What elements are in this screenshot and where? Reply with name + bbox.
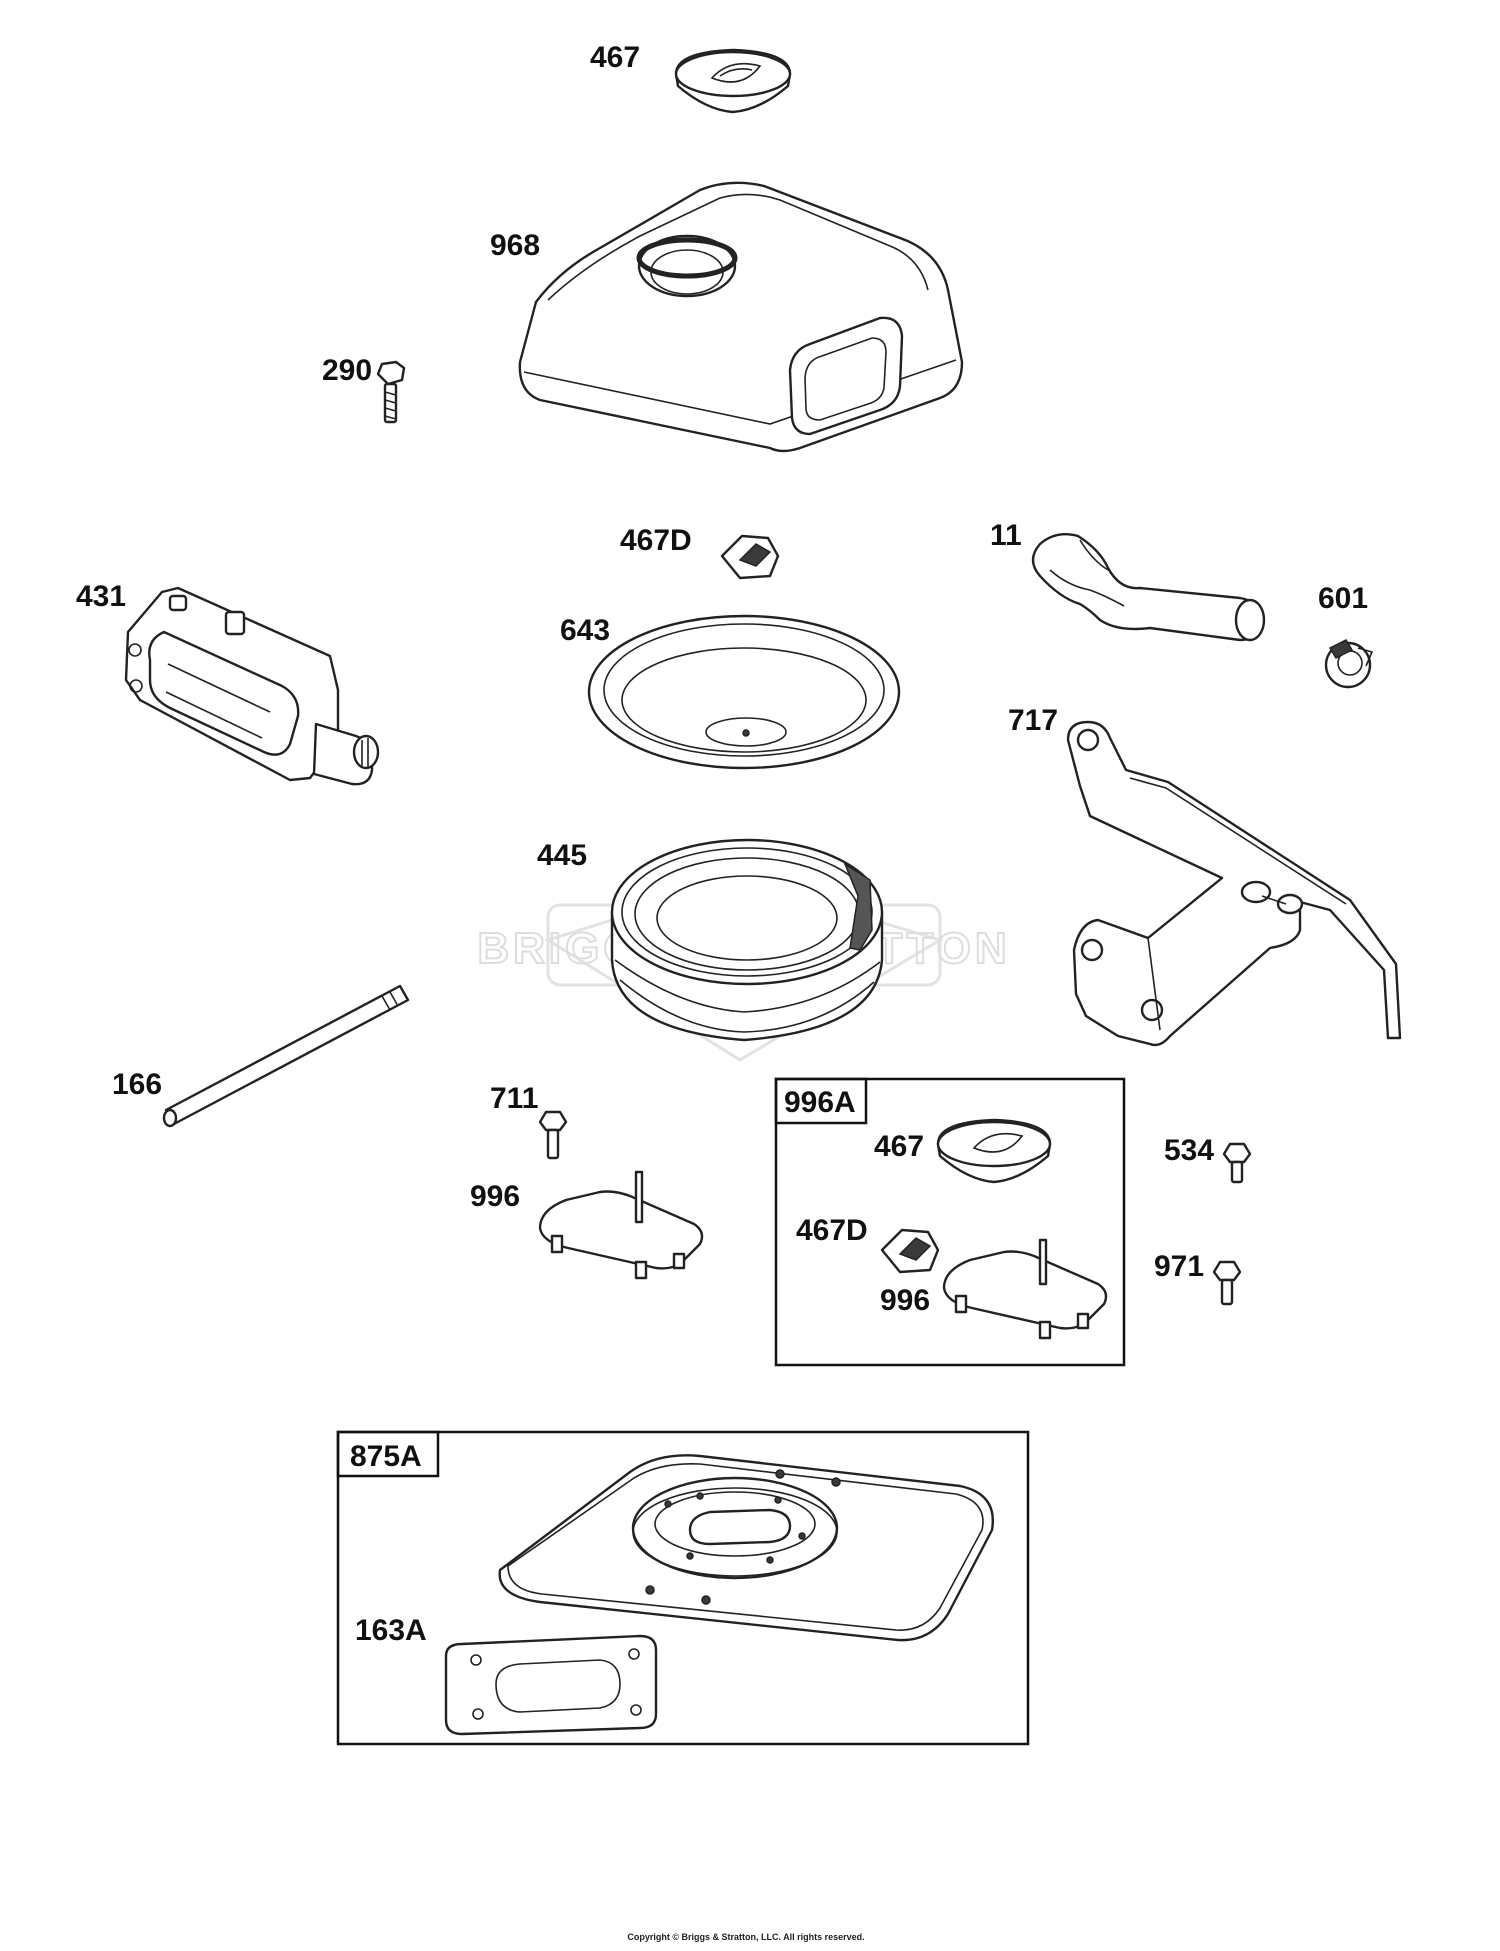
part-11-hose[interactable]	[1031, 533, 1266, 642]
label-445: 445	[537, 839, 587, 872]
part-601-clamp[interactable]	[1324, 639, 1374, 689]
copyright-notice: Copyright © Briggs & Stratton, LLC. All …	[627, 1932, 864, 1942]
label-467d: 467D	[620, 524, 692, 557]
part-163a-gasket[interactable]	[444, 1634, 658, 1736]
kit-996a-part-467-knob[interactable]	[936, 1118, 1052, 1184]
kit-996a-label-996: 996	[880, 1284, 930, 1317]
label-467: 467	[590, 41, 640, 74]
label-996: 996	[470, 1180, 520, 1213]
label-431: 431	[76, 580, 126, 613]
part-467d-latch[interactable]	[720, 534, 780, 580]
part-996-plate[interactable]	[538, 1170, 704, 1280]
label-971: 971	[1154, 1250, 1204, 1283]
part-643-filter-base[interactable]	[587, 614, 901, 770]
kit-996a-part-467d-latch[interactable]	[880, 1228, 940, 1274]
part-875a-gasket-plate[interactable]	[498, 1454, 994, 1642]
label-290: 290	[322, 354, 372, 387]
kit-996a-title: 996A	[784, 1086, 856, 1119]
kit-996a-label-467: 467	[874, 1130, 924, 1163]
part-467-knob[interactable]	[674, 48, 792, 114]
kit-996a[interactable]: 996A 467 467D 996	[774, 1077, 1126, 1367]
label-534: 534	[1164, 1134, 1214, 1167]
label-717: 717	[1008, 704, 1058, 737]
kit-875a[interactable]: 875A 163A	[336, 1430, 1030, 1746]
part-968-cover[interactable]	[518, 181, 964, 453]
label-968: 968	[490, 229, 540, 262]
part-717-bracket[interactable]	[1066, 720, 1402, 1047]
kit-996a-label-467d: 467D	[796, 1214, 868, 1247]
part-166-rod[interactable]	[162, 984, 410, 1128]
part-534-bolt[interactable]	[1222, 1142, 1252, 1184]
part-445-filter-element[interactable]	[610, 838, 884, 1042]
part-971-bolt[interactable]	[1212, 1260, 1242, 1306]
part-431-adapter[interactable]	[124, 586, 380, 786]
label-163a: 163A	[355, 1614, 427, 1647]
label-711: 711	[490, 1082, 538, 1115]
kit-875a-title: 875A	[350, 1440, 422, 1473]
part-290-bolt[interactable]	[376, 360, 406, 424]
label-166: 166	[112, 1068, 162, 1101]
label-643: 643	[560, 614, 610, 647]
kit-996a-part-996-plate[interactable]	[942, 1238, 1108, 1340]
label-601: 601	[1318, 582, 1368, 615]
part-711-bolt[interactable]	[538, 1110, 568, 1160]
label-11: 11	[990, 519, 1022, 552]
